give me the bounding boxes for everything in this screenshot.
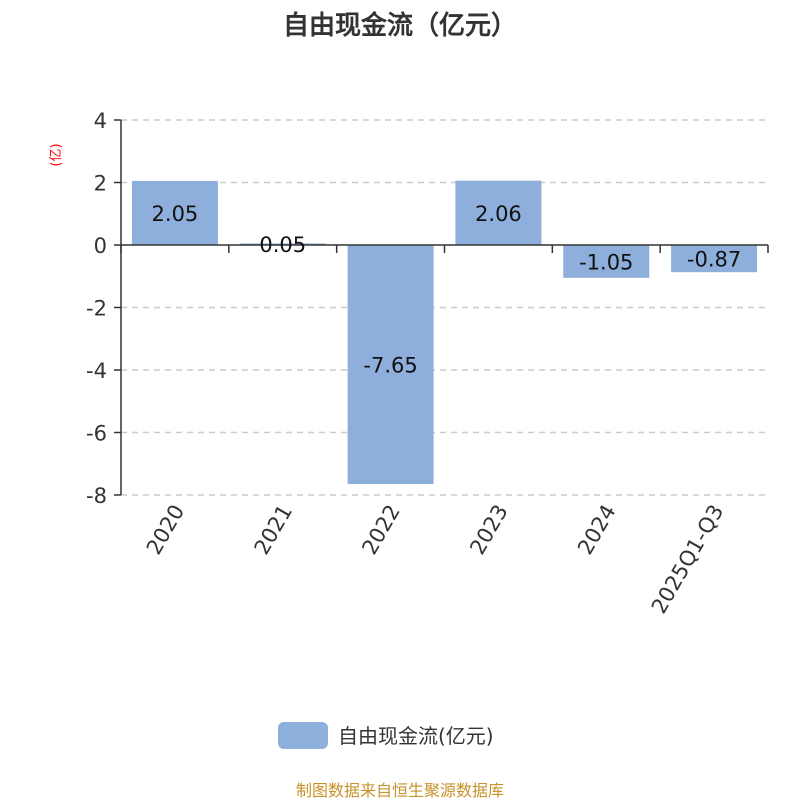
bar: [347, 245, 434, 485]
y-tick-label: 4: [94, 109, 107, 133]
legend-label: 自由现金流(亿元): [338, 724, 494, 748]
legend[interactable]: 自由现金流(亿元): [278, 722, 494, 749]
data-label: 0.05: [259, 233, 306, 257]
legend-swatch: [278, 722, 328, 749]
x-tick-label: 2023: [465, 501, 513, 559]
y-tick-label: 0: [94, 234, 107, 258]
y-tick-label: -2: [86, 297, 107, 321]
x-tick-label: 2021: [250, 501, 298, 559]
x-tick-label: 2020: [142, 501, 190, 559]
data-label: -0.87: [687, 248, 741, 272]
bar: [563, 245, 650, 278]
data-label: 2.05: [152, 202, 199, 226]
y-tick-label: -4: [86, 359, 107, 383]
y-tick-label: -8: [86, 484, 107, 508]
source-footer: 制图数据来自恒生聚源数据库: [296, 781, 504, 800]
y-tick-label: -6: [86, 422, 107, 446]
bar: [455, 180, 542, 245]
y-axis-label: (亿): [49, 143, 64, 166]
data-label: -1.05: [579, 250, 633, 274]
data-label: -7.65: [363, 354, 417, 378]
chart-title: 自由现金流（亿元）: [283, 10, 517, 41]
x-tick-label: 2022: [357, 501, 405, 559]
x-tick-label: 2025Q1-Q3: [647, 501, 729, 618]
y-tick-label: 2: [94, 172, 107, 196]
bar: [131, 180, 218, 245]
bar: [239, 243, 326, 245]
bar: [671, 245, 758, 273]
data-label: 2.06: [475, 202, 522, 226]
x-tick-label: 2024: [573, 501, 621, 559]
